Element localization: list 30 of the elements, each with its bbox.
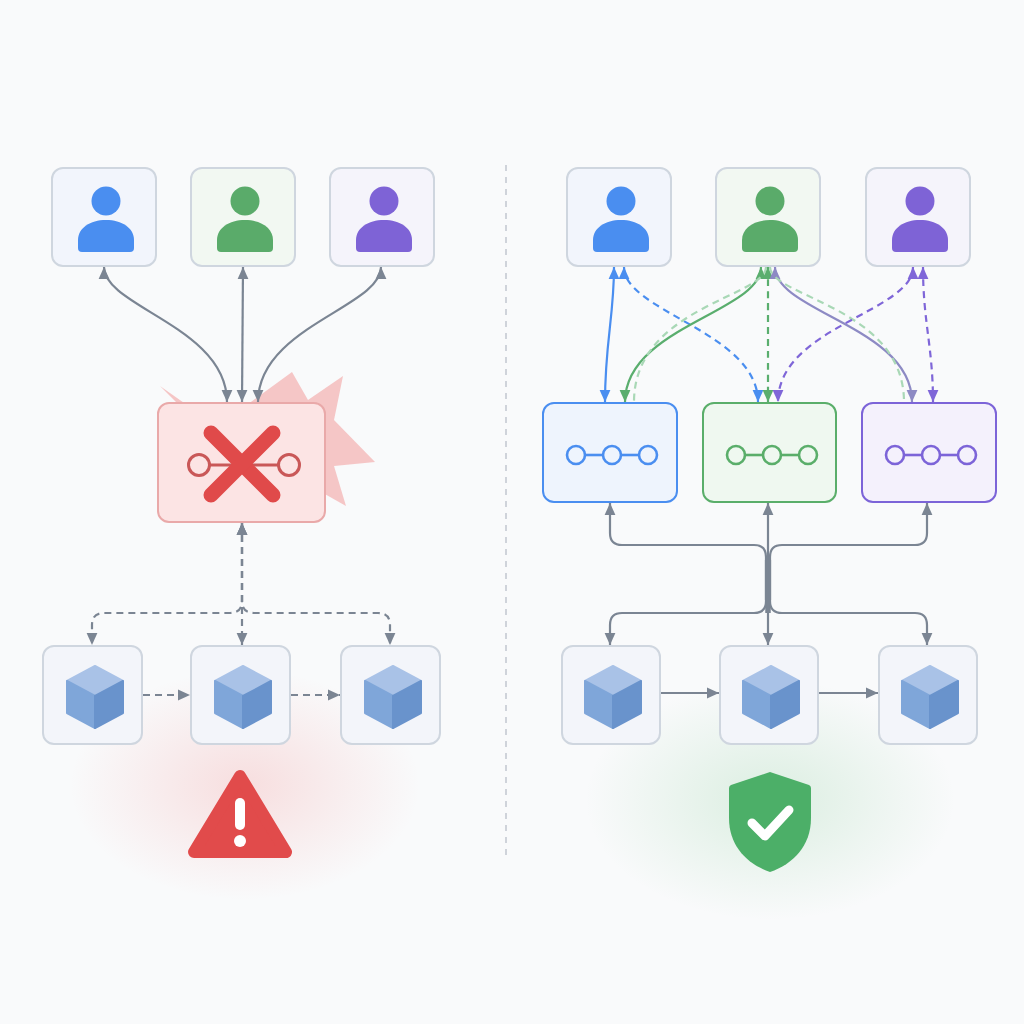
arrow [917,267,939,402]
user-card [715,167,821,267]
arrow [762,560,774,645]
user-card [566,167,672,267]
arrow [762,267,774,402]
service-card [878,645,978,745]
service-card [719,645,819,745]
arrow [101,266,231,403]
arrow [768,560,933,645]
user-card [865,167,971,267]
service-card [42,645,143,745]
arrow [599,267,620,402]
user-card [190,167,296,267]
failed-hub-card [157,402,326,523]
arrow [236,523,396,645]
arrow [254,266,384,403]
arrow [291,689,340,701]
arrow [604,560,768,645]
user-card [329,167,435,267]
arrow [236,267,249,402]
user-card [51,167,157,267]
hub-card [861,402,997,503]
arrow [661,687,719,699]
arrow [819,687,878,699]
service-card [190,645,291,745]
hub-card [702,402,837,503]
hub-card [542,402,678,503]
arrow [143,689,190,701]
service-card [340,645,441,745]
service-card [561,645,661,745]
